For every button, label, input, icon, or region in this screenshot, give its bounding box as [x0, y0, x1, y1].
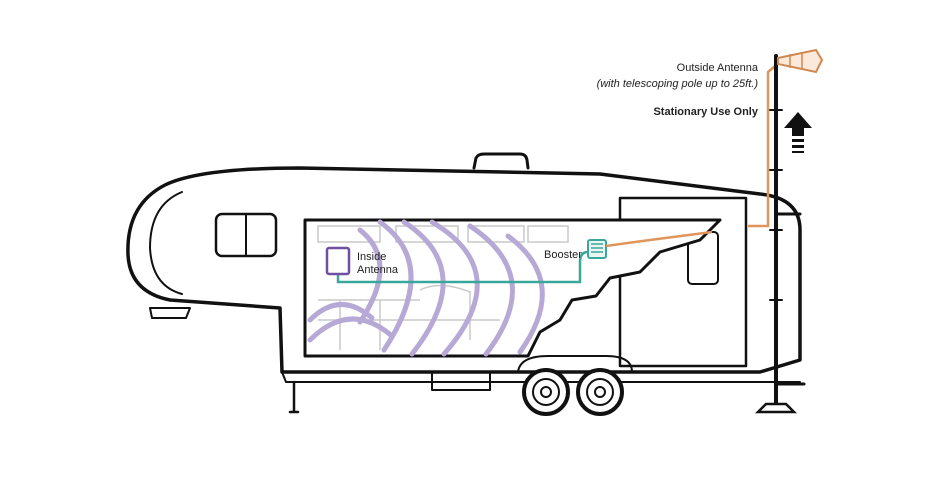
booster-label: Booster: [544, 249, 582, 261]
stationary-use-label: Stationary Use Only: [653, 106, 758, 118]
outside-antenna-label: Outside Antenna: [676, 62, 758, 74]
panel-antenna-icon: [325, 246, 351, 276]
inside-antenna-label-line1: Inside: [357, 251, 387, 263]
telescoping-note: (with telescoping pole up to 25ft.): [596, 78, 758, 90]
telescoping-pole: [754, 54, 806, 414]
wheels: [522, 368, 624, 416]
yagi-antenna-icon: [777, 48, 824, 74]
signal-waves: [307, 219, 545, 357]
inside-antenna-label-line2: Antenna: [357, 264, 398, 276]
up-arrow-icon: [784, 112, 812, 153]
booster-device-icon: [587, 239, 607, 259]
interior-cutaway: [303, 218, 722, 358]
